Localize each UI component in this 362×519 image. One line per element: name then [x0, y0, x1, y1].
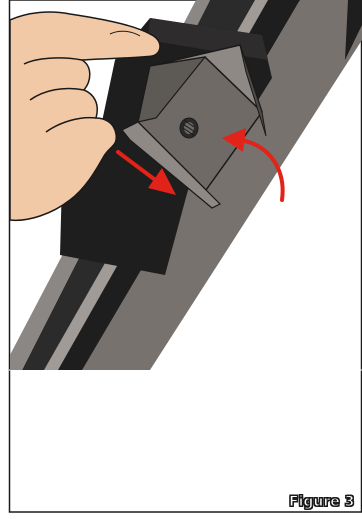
figure-caption: Figure 3 — [289, 492, 362, 512]
screw-hole-icon — [180, 118, 198, 138]
